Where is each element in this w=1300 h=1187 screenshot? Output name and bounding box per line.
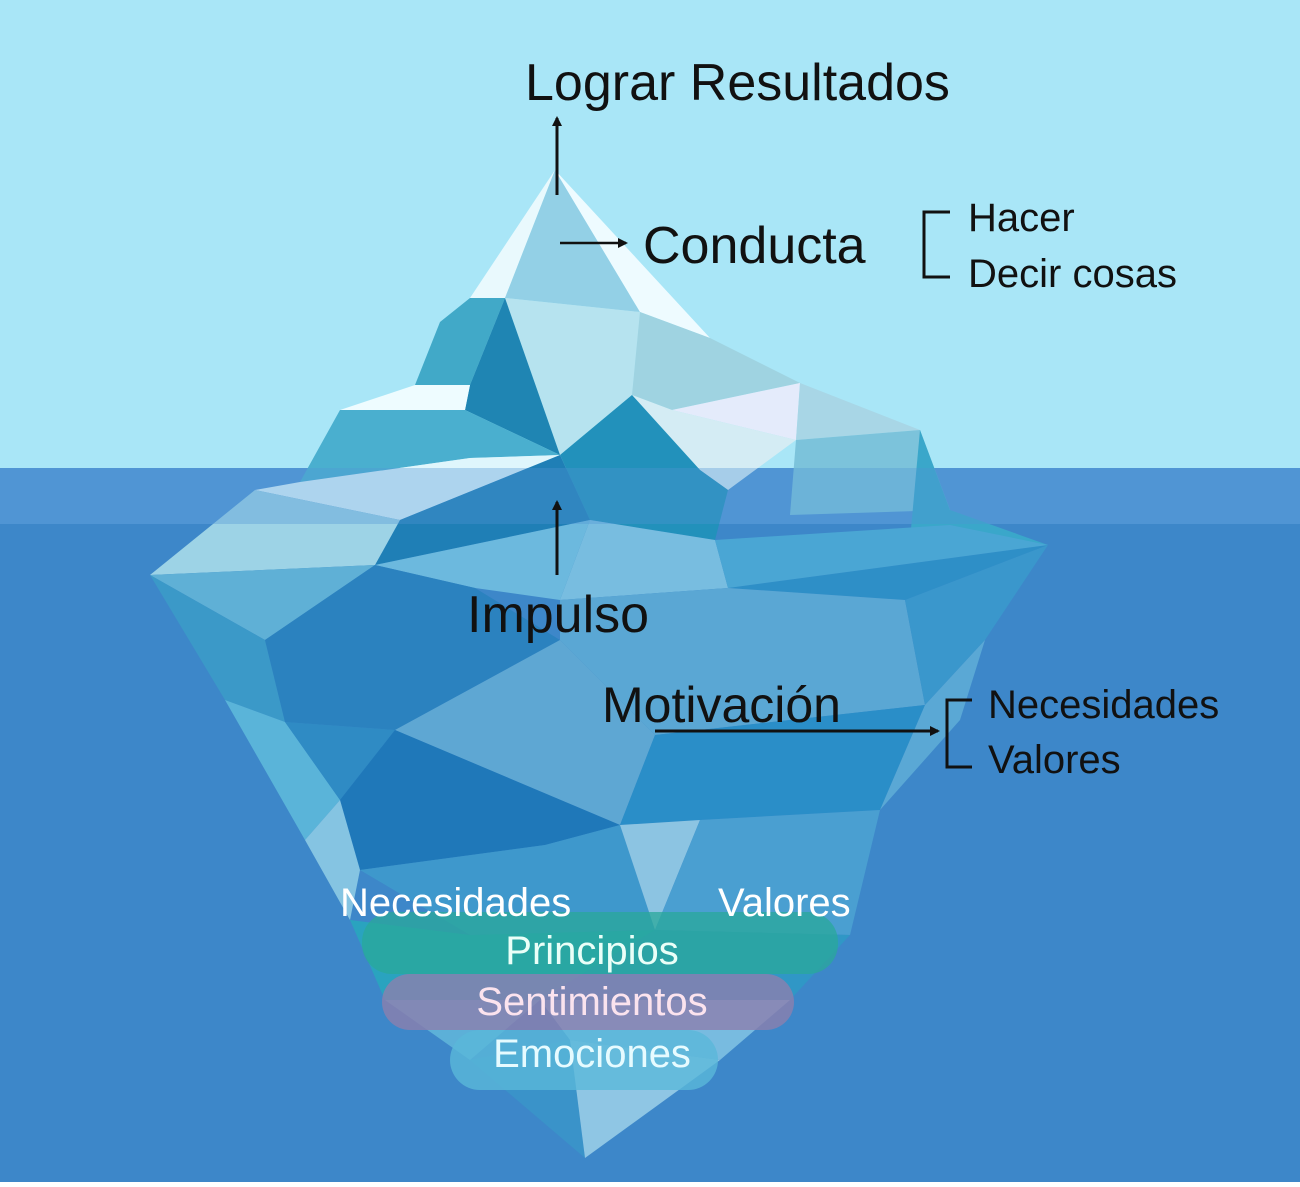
top-label: Lograr Resultados [525,54,950,112]
surface-overlay [0,468,1300,524]
deep-values-label: Valores [718,881,851,925]
behavior-bracket [922,210,950,279]
iceberg-body [150,520,1048,1158]
motivation-label: Motivación [602,677,841,733]
principles-label: Principios [505,929,678,973]
motivation-item-needs: Necesidades [988,683,1219,727]
feelings-label: Sentimientos [476,980,707,1024]
emotions-label: Emociones [493,1032,691,1076]
emotions-band [450,1030,718,1090]
impulse-label: Impulso [467,586,649,644]
motivation-item-values: Valores [988,738,1121,782]
behavior-item-say: Decir cosas [968,252,1177,296]
feelings-band [382,974,794,1030]
iceberg-tip [150,170,1048,575]
motivation-bracket [945,698,972,769]
behavior-label: Conducta [643,217,866,275]
principles-band [362,912,838,974]
behavior-item-do: Hacer [968,196,1075,240]
deep-needs-label: Necesidades [340,881,571,925]
